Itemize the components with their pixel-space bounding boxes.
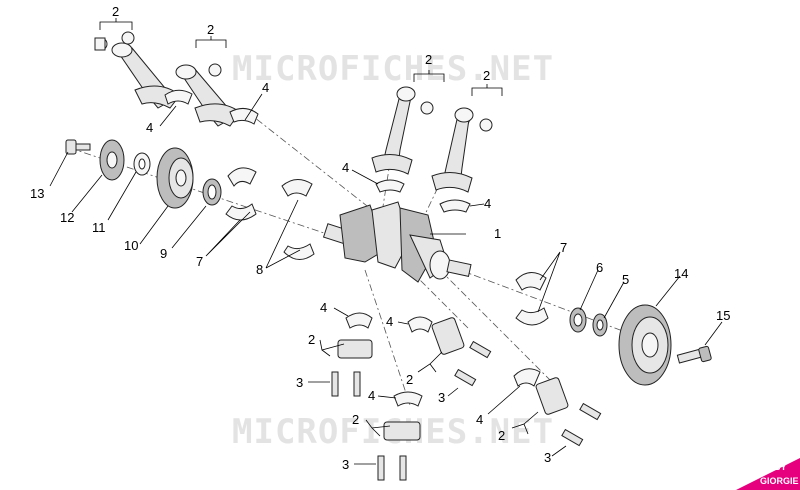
callout-4: 4 bbox=[368, 388, 375, 403]
bearing-9 bbox=[202, 178, 222, 206]
piston-pin-bushing-1 bbox=[94, 31, 135, 51]
callout-3: 3 bbox=[342, 457, 349, 472]
crankshaft-1 bbox=[322, 201, 472, 283]
callout-5: 5 bbox=[622, 272, 629, 287]
gear-12 bbox=[99, 139, 125, 181]
callout-2: 2 bbox=[352, 412, 359, 427]
callout-4: 4 bbox=[320, 300, 327, 315]
brand-logo-line1: BY bbox=[774, 462, 787, 472]
callout-8: 8 bbox=[256, 262, 263, 277]
callout-4: 4 bbox=[484, 196, 491, 211]
main-bearing-shells-7-left bbox=[225, 167, 257, 221]
callout-4: 4 bbox=[146, 120, 153, 135]
brand-logo: BY GIORGIE bbox=[736, 458, 800, 490]
main-bearing-shells-8 bbox=[281, 179, 315, 260]
callout-4: 4 bbox=[342, 160, 349, 175]
brand-logo-line2: GIORGIE bbox=[760, 476, 799, 486]
bolt-15 bbox=[676, 345, 712, 364]
main-bearing-shells-7-right bbox=[515, 272, 549, 326]
callout-3: 3 bbox=[438, 390, 445, 405]
callout-labels: 1 2 2 2 2 2 2 2 2 3 3 3 3 4 4 4 4 4 4 4 … bbox=[30, 4, 730, 472]
callout-13: 13 bbox=[30, 186, 44, 201]
connecting-rod-3 bbox=[371, 86, 434, 175]
callout-2: 2 bbox=[425, 52, 432, 67]
callout-15: 15 bbox=[716, 308, 730, 323]
callout-4: 4 bbox=[386, 314, 393, 329]
connecting-rod-4 bbox=[431, 107, 493, 193]
leader-lines bbox=[49, 18, 723, 465]
callout-12: 12 bbox=[60, 210, 74, 225]
callout-3: 3 bbox=[296, 375, 303, 390]
bearing-half-shells-middle bbox=[375, 179, 471, 213]
callout-9: 9 bbox=[160, 246, 167, 261]
flywheel-14 bbox=[618, 304, 672, 386]
callout-7: 7 bbox=[196, 254, 203, 269]
bearing-6 bbox=[569, 307, 587, 333]
callout-14: 14 bbox=[674, 266, 688, 281]
cap-bolts-3 bbox=[331, 340, 602, 481]
callout-2: 2 bbox=[112, 4, 119, 19]
callout-2: 2 bbox=[498, 428, 505, 443]
callout-2: 2 bbox=[406, 372, 413, 387]
callout-1: 1 bbox=[494, 226, 501, 241]
callout-11: 11 bbox=[92, 220, 106, 235]
gear-10 bbox=[156, 147, 194, 209]
watermark-top: MICROFICHES.NET bbox=[232, 49, 554, 89]
callout-6: 6 bbox=[596, 260, 603, 275]
callout-4: 4 bbox=[476, 412, 483, 427]
bearing-half-shells-upper bbox=[164, 89, 259, 125]
bearing-caps-lower bbox=[337, 312, 569, 441]
bolt-13 bbox=[65, 139, 91, 155]
seal-5 bbox=[592, 313, 608, 337]
callout-3: 3 bbox=[544, 450, 551, 465]
callout-7: 7 bbox=[560, 240, 567, 255]
callout-10: 10 bbox=[124, 238, 138, 253]
callout-2: 2 bbox=[308, 332, 315, 347]
callout-4: 4 bbox=[262, 80, 269, 95]
washer-11 bbox=[133, 152, 151, 176]
callout-2: 2 bbox=[207, 22, 214, 37]
connecting-rod-2 bbox=[175, 63, 241, 127]
callout-2: 2 bbox=[483, 68, 490, 83]
